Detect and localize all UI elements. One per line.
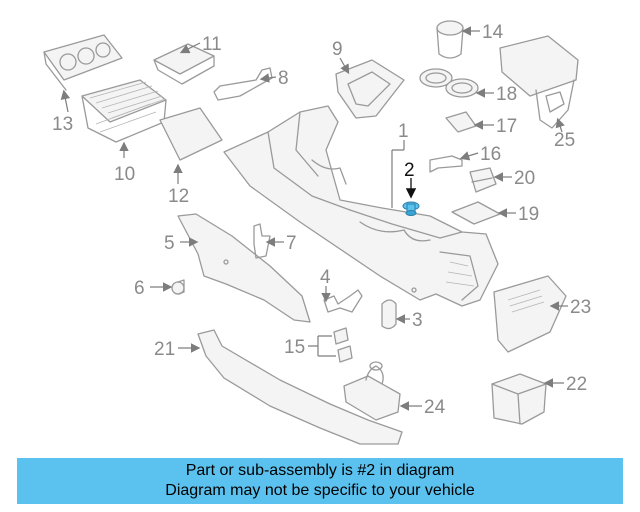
callout-9: 9 <box>332 39 343 60</box>
part-2-screw-highlighted <box>402 201 420 216</box>
part-3-knob <box>381 299 397 330</box>
callout-21: 21 <box>154 339 175 360</box>
part-12-mat <box>159 107 223 161</box>
part-23-rear-vent <box>493 275 567 353</box>
callout-3: 3 <box>412 310 423 331</box>
part-24-shifter-assembly <box>343 361 401 421</box>
part-1-center-console <box>223 105 499 307</box>
part-20-bracket <box>469 167 497 193</box>
part-14-cup-holder-insert <box>436 20 464 59</box>
callout-6: 6 <box>134 278 145 299</box>
callout-1: 1 <box>398 121 409 142</box>
part-21-sill-trim <box>197 329 403 445</box>
callout-15: 15 <box>284 337 305 358</box>
part-9-bezel <box>335 59 405 119</box>
banner-line-part-number: Part or sub-assembly is #2 in diagram <box>185 462 455 479</box>
callout-2-highlighted: 2 <box>404 160 415 181</box>
callout-17: 17 <box>496 116 517 137</box>
part-7-clip <box>253 223 271 259</box>
part-16-clip <box>429 155 463 173</box>
callout-8: 8 <box>278 68 289 89</box>
banner-line-disclaimer: Diagram may not be specific to your vehi… <box>165 482 475 499</box>
callout-10: 10 <box>114 164 135 185</box>
callout-5: 5 <box>164 233 175 254</box>
part-13-switch-panel <box>43 34 123 91</box>
info-banner: Part or sub-assembly is #2 in diagram Di… <box>17 458 623 504</box>
callout-24: 24 <box>424 397 446 418</box>
part-6-screw <box>171 279 185 295</box>
part-11-tray <box>153 43 215 85</box>
callout-7: 7 <box>286 233 297 254</box>
part-25-armrest <box>499 35 579 129</box>
part-18-cup-holder-ring <box>419 68 479 98</box>
callout-4: 4 <box>320 267 331 288</box>
part-5-side-trim-panel <box>177 213 311 323</box>
part-8-bracket <box>213 67 273 101</box>
callout-18: 18 <box>496 84 517 105</box>
part-15-clips <box>333 327 353 363</box>
callout-19: 19 <box>518 204 539 225</box>
part-17-pad <box>445 111 477 133</box>
callout-23: 23 <box>570 297 591 318</box>
callout-16: 16 <box>480 144 501 165</box>
part-19-mat <box>451 201 501 225</box>
callout-20: 20 <box>514 168 535 189</box>
leader-lines <box>60 26 568 411</box>
part-10-grille-tray <box>81 79 167 143</box>
callout-12: 12 <box>168 186 189 207</box>
callout-14: 14 <box>482 22 504 43</box>
callout-22: 22 <box>566 374 587 395</box>
callout-13: 13 <box>52 114 73 135</box>
callout-11: 11 <box>202 34 222 55</box>
part-22-storage-box <box>491 373 547 425</box>
parts-diagram: 1 2 3 4 5 6 7 8 9 10 11 12 13 14 15 16 1… <box>43 20 591 445</box>
callout-25: 25 <box>554 130 575 151</box>
part-4-bracket <box>323 289 363 313</box>
